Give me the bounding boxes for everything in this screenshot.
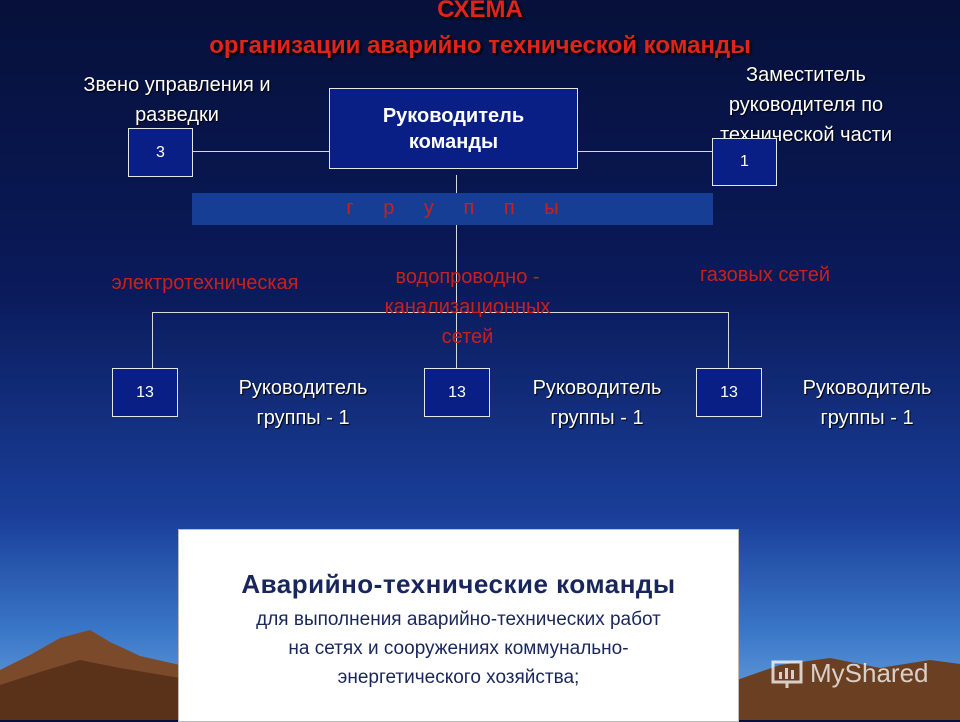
- right-unit-number-box: 1: [712, 138, 777, 186]
- connector-group-left-drop: [152, 312, 153, 368]
- right-unit-number: 1: [740, 153, 749, 170]
- group-number: 13: [136, 383, 154, 401]
- group-name-gas: газовых сетей: [660, 262, 870, 289]
- group-name-electrical: электротехническая: [80, 270, 330, 297]
- team-leader-line2: команды: [408, 130, 499, 153]
- group-name-line1: электротехническая: [111, 272, 299, 294]
- connector-groups-horizontal: [152, 312, 728, 313]
- watermark-text: MyShared: [810, 657, 929, 688]
- group-name-line1: газовых сетей: [699, 264, 831, 286]
- connector-left-horizontal: [192, 151, 329, 152]
- info-box: Аварийно-технические команды для выполне…: [178, 529, 739, 722]
- info-line1: для выполнения аварийно-технических рабо…: [256, 609, 661, 630]
- info-title: Аварийно-технические команды: [241, 569, 676, 599]
- mountains-illustration: [0, 630, 960, 720]
- myshared-watermark: MyShared: [770, 656, 929, 690]
- diagram-title: СХЕМА: [437, 0, 523, 23]
- group-name-water-sewer: водопроводно - канализационных сетей: [345, 262, 590, 352]
- group-number-box-1: 13: [112, 368, 178, 417]
- group-leader-label-3: Руководитель группы - 1: [772, 373, 960, 433]
- group-number: 13: [720, 383, 738, 401]
- left-unit-number-box: 3: [128, 128, 193, 177]
- group-leader-line1: Руководитель: [532, 377, 662, 399]
- right-unit-label: Заместитель руководителя по технической …: [686, 60, 926, 150]
- info-description: для выполнения аварийно-технических рабо…: [179, 605, 738, 692]
- groups-bar: г р у п п ы: [192, 193, 713, 225]
- right-unit-label-line1: Заместитель: [746, 64, 866, 86]
- group-leader-line2: группы - 1: [256, 407, 350, 429]
- presentation-icon: [771, 660, 803, 688]
- group-number: 13: [448, 383, 466, 401]
- group-name-line2: канализационных: [384, 296, 551, 318]
- team-leader-line1: Руководитель: [382, 104, 525, 127]
- left-unit-label-line1: Звено управления и: [83, 74, 271, 96]
- left-unit-number: 3: [156, 143, 165, 161]
- group-leader-line1: Руководитель: [802, 377, 932, 399]
- group-number-box-2: 13: [424, 368, 490, 417]
- group-leader-line1: Руководитель: [238, 377, 368, 399]
- diagram-subtitle: организации аварийно технической команды: [209, 32, 751, 59]
- connector-vertical-trunk: [456, 175, 457, 368]
- group-number-box-3: 13: [696, 368, 762, 417]
- left-unit-label-line2: разведки: [135, 104, 219, 126]
- connector-group-right-drop: [728, 312, 729, 368]
- group-leader-label-2: Руководитель группы - 1: [502, 373, 692, 433]
- group-leader-line2: группы - 1: [820, 407, 914, 429]
- group-name-line1: водопроводно -: [395, 266, 540, 288]
- groups-bar-label: г р у п п ы: [346, 197, 571, 219]
- group-name-line3: сетей: [441, 326, 494, 348]
- connector-right-horizontal: [576, 151, 713, 152]
- info-line3: энергетического хозяйства;: [337, 667, 580, 688]
- left-unit-label: Звено управления и разведки: [48, 70, 306, 130]
- right-unit-label-line2: руководителя по: [728, 94, 884, 116]
- group-leader-label-1: Руководитель группы - 1: [208, 373, 398, 433]
- team-leader-box: Руководитель команды: [329, 88, 578, 169]
- info-line2: на сетях и сооружениях коммунально-: [288, 638, 629, 659]
- group-leader-line2: группы - 1: [550, 407, 644, 429]
